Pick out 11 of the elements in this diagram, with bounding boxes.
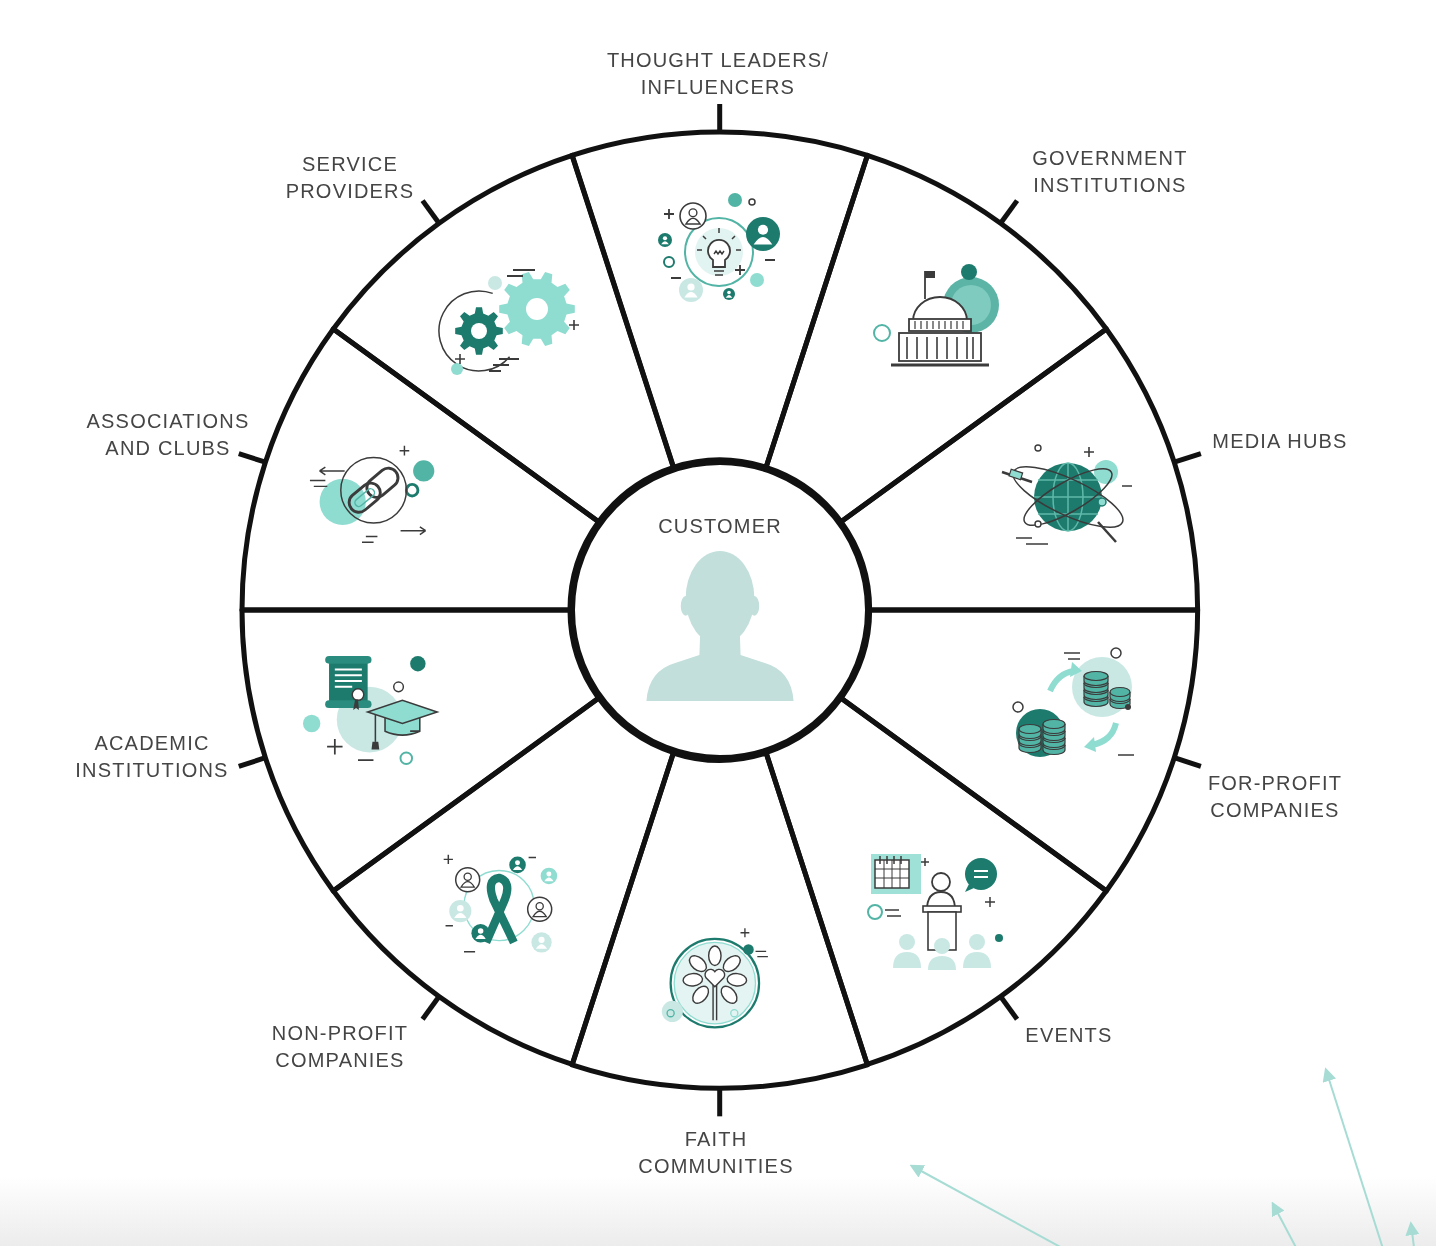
segment-label: SERVICE PROVIDERS — [285, 153, 415, 202]
hub-label: CUSTOMER — [658, 514, 782, 539]
segment-label: MEDIA HUBS — [1212, 430, 1348, 452]
segment-label: NON-PROFIT COMPANIES — [271, 1022, 409, 1071]
segment-label: FAITH COMMUNITIES — [638, 1128, 794, 1177]
segment-label: FOR-PROFIT COMPANIES — [1207, 772, 1343, 821]
segment-label: ASSOCIATIONS AND CLUBS — [86, 410, 250, 459]
segment-label: GOVERNMENT INSTITUTIONS — [1032, 147, 1188, 196]
segment-label: THOUGHT LEADERS/ INFLUENCERS — [606, 49, 830, 98]
segment-label: ACADEMIC INSTITUTIONS — [75, 732, 229, 781]
segment-label: EVENTS — [1025, 1024, 1113, 1046]
